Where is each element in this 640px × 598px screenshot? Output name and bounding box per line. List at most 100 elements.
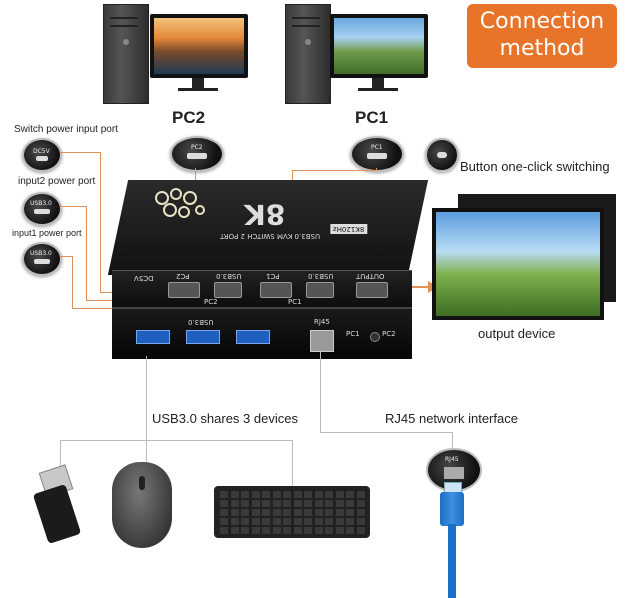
pc2-monitor xyxy=(150,14,248,78)
keyboard-key xyxy=(272,500,281,507)
input1-power-label: input1 power port xyxy=(12,228,82,238)
switch-power-callout: DC5V xyxy=(22,138,62,172)
keyboard-key xyxy=(325,491,333,498)
keyboard-key xyxy=(230,518,239,525)
input2-power-label: input2 power port xyxy=(18,176,96,187)
kvm-rj45-port[interactable] xyxy=(310,330,334,352)
switch-power-label: Switch power input port xyxy=(14,124,118,135)
kvm-front-output: OUTPUT xyxy=(356,272,385,280)
kvm-subtitle: USB3.0 KVM SWITCH 2 PORT xyxy=(220,232,321,240)
keyboard-key xyxy=(335,491,344,498)
keyboard-key xyxy=(314,500,323,507)
input1-power-callout: USB3.0 xyxy=(22,242,62,276)
kvm-pc1-usb-port[interactable] xyxy=(306,282,334,298)
keyboard-key xyxy=(314,509,323,516)
keyboard-key xyxy=(356,509,365,516)
badge-line-2: method xyxy=(499,36,585,61)
keyboard-key xyxy=(314,527,323,534)
keyboard-key xyxy=(293,527,302,534)
keyboard-key xyxy=(335,527,344,534)
kvm-front-dc5v: DC5V xyxy=(134,274,154,282)
kvm-pc2-led-label: PC2 xyxy=(382,330,396,338)
keyboard-key xyxy=(262,518,270,525)
keyboard-key xyxy=(241,518,249,525)
kvm-usb-port-2[interactable] xyxy=(186,330,220,344)
keyboard-key xyxy=(293,518,302,525)
keyboard-key xyxy=(304,491,312,498)
keyboard-key xyxy=(283,509,291,516)
pc1-tower xyxy=(285,4,331,104)
keyboard-key xyxy=(262,491,270,498)
keyboard-key xyxy=(356,527,365,534)
keyboard-key xyxy=(325,509,333,516)
kvm-front-pc1: PC1 xyxy=(266,272,280,280)
kvm-usb-group-label: USB3.0 xyxy=(188,318,214,326)
pc2-hdmi-callout: PC2 xyxy=(170,136,224,172)
keyboard-key xyxy=(304,500,312,507)
keyboard-key xyxy=(283,527,291,534)
kvm-usb-port-3[interactable] xyxy=(236,330,270,344)
ethernet-cable xyxy=(448,524,456,598)
keyboard-key xyxy=(346,509,354,516)
pc2-tower xyxy=(103,4,149,104)
ethernet-cable-icon xyxy=(440,492,464,526)
keyboard-key xyxy=(241,500,249,507)
pc2-label: PC2 xyxy=(172,108,206,127)
usb-shares-label: USB3.0 shares 3 devices xyxy=(152,411,298,426)
keyboard-key xyxy=(356,491,365,498)
kvm-front-usb-a: USB3.0 xyxy=(216,272,242,280)
keyboard-key xyxy=(346,491,354,498)
kvm-pc2-hdmi-port[interactable] xyxy=(168,282,200,298)
keyboard-key xyxy=(293,509,302,516)
keyboard-key xyxy=(356,518,365,525)
mouse-icon xyxy=(112,462,172,548)
keyboard-key xyxy=(241,527,249,534)
keyboard-key xyxy=(262,509,270,516)
output-monitor xyxy=(432,208,604,320)
usb-dongle-icon xyxy=(32,484,82,544)
keyboard-key xyxy=(283,491,291,498)
keyboard-key xyxy=(251,500,260,507)
keyboard-key xyxy=(251,509,260,516)
kvm-pc1-hdmi-port[interactable] xyxy=(260,282,292,298)
kvm-group-pc2: PC2 xyxy=(204,298,218,306)
kvm-front-pc2: PC2 xyxy=(176,272,190,280)
keyboard-key xyxy=(262,500,270,507)
output-device-label: output device xyxy=(478,326,556,341)
pc1-label: PC1 xyxy=(355,108,389,127)
keyboard-key xyxy=(346,518,354,525)
keyboard-key xyxy=(230,509,239,516)
keyboard-key xyxy=(335,518,344,525)
keyboard-key xyxy=(220,509,228,516)
keyboard-key xyxy=(230,527,239,534)
keyboard-key xyxy=(283,518,291,525)
kvm-usb-port-1[interactable] xyxy=(136,330,170,344)
switch-button-callout xyxy=(425,138,459,172)
input2-power-callout: USB3.0 xyxy=(22,192,62,226)
badge-line-1: Connection xyxy=(479,9,605,34)
keyboard-key xyxy=(346,527,354,534)
keyboard-key xyxy=(325,527,333,534)
keyboard-key xyxy=(314,491,323,498)
pc1-monitor xyxy=(330,14,428,78)
keyboard-key xyxy=(293,491,302,498)
keyboard-key xyxy=(335,500,344,507)
keyboard-key xyxy=(272,518,281,525)
kvm-pc1-led-label: PC1 xyxy=(346,330,360,338)
keyboard-key xyxy=(230,500,239,507)
keyboard-key xyxy=(241,491,249,498)
keyboard-key xyxy=(220,527,228,534)
hexagon-pattern xyxy=(152,188,216,224)
keyboard-key xyxy=(346,500,354,507)
switch-button[interactable] xyxy=(370,332,380,342)
kvm-rj45-label: RJ45 xyxy=(314,318,330,326)
keyboard-key xyxy=(304,527,312,534)
keyboard-key xyxy=(251,527,260,534)
keyboard-key xyxy=(325,518,333,525)
keyboard-key xyxy=(220,518,228,525)
keyboard-key xyxy=(272,509,281,516)
connection-method-badge: Connection method xyxy=(467,4,617,68)
kvm-model-8k: 8K xyxy=(244,198,286,231)
kvm-output-hdmi-port[interactable] xyxy=(356,282,388,298)
kvm-pc2-usb-port[interactable] xyxy=(214,282,242,298)
